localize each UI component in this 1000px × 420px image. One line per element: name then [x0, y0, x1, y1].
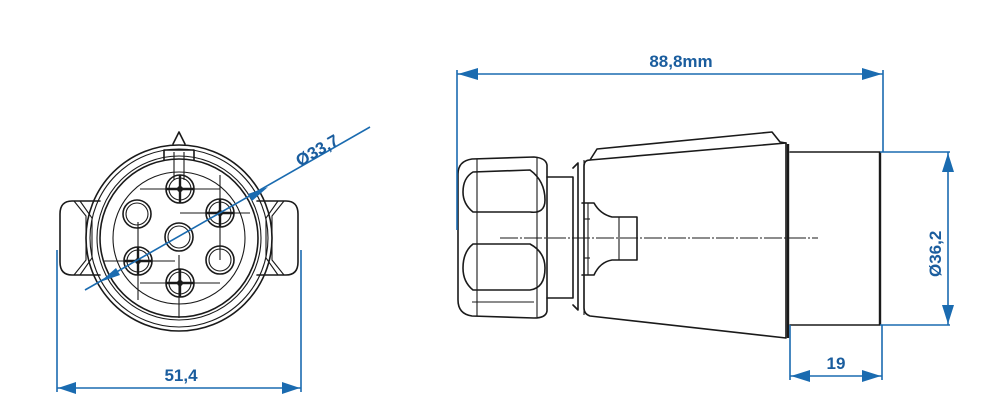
front-diameter-label: Ø33,7	[293, 131, 343, 171]
front-collar	[789, 151, 882, 326]
key-nub	[172, 131, 186, 145]
dimension-side-diameter: Ø36,2	[880, 151, 954, 326]
pin-bottom	[165, 268, 195, 298]
dimension-collar-length: 19	[789, 325, 883, 382]
side-view: 88,8mm Ø36,2 19	[456, 52, 954, 382]
socket-upper-left	[122, 199, 152, 229]
side-length-label: 88,8mm	[649, 52, 712, 71]
front-width-label: 51,4	[164, 366, 198, 385]
collar-length-label: 19	[827, 354, 846, 373]
right-mounting-tab	[256, 200, 299, 276]
socket-lower-right	[205, 245, 235, 275]
outer-ring	[85, 144, 273, 332]
socket-center	[164, 222, 194, 252]
pin-lower-left	[123, 246, 153, 276]
dimension-side-length: 88,8mm	[456, 52, 884, 230]
side-diameter-label: Ø36,2	[926, 231, 945, 277]
main-body	[581, 131, 790, 339]
cable-gland-nut	[457, 156, 548, 319]
pin-top	[165, 174, 195, 204]
dimension-front-width: 51,4	[56, 250, 302, 394]
key-slot	[163, 149, 195, 161]
front-view: Ø33,7 51,4	[56, 126, 371, 394]
